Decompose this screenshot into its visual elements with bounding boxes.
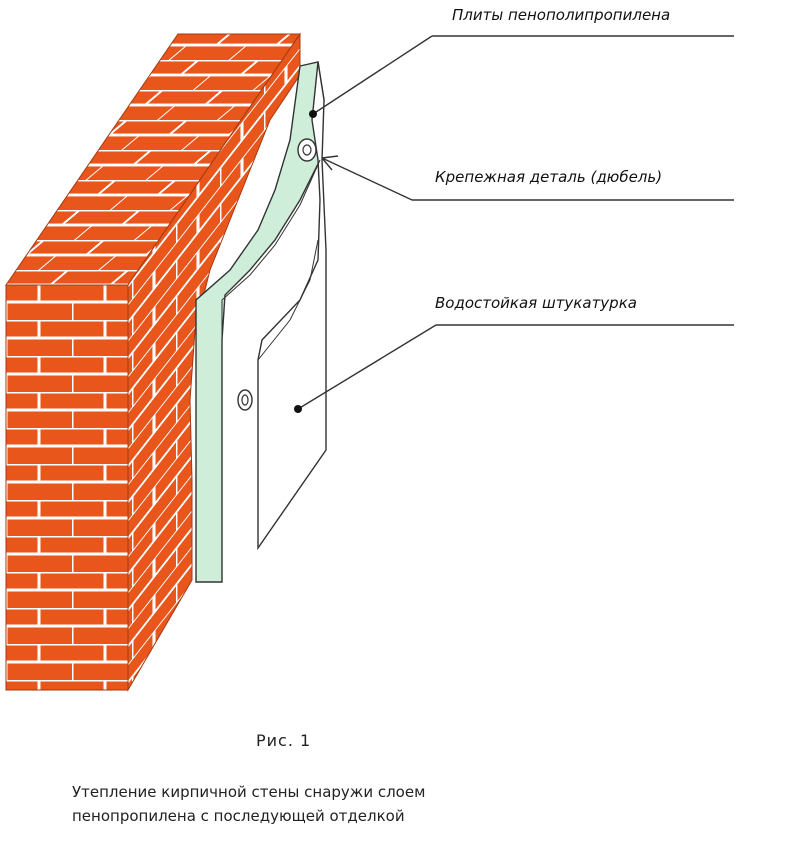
- caption-line-1: Утепление кирпичной стены снаружи слоем: [72, 783, 426, 801]
- foam-edge-line: [221, 159, 321, 582]
- label-foam-plates: Плиты пенополипропилена: [452, 6, 671, 24]
- plaster-edge-line: [257, 239, 319, 548]
- leader-fastener: [321, 155, 734, 201]
- plaster-layer: [257, 61, 327, 551]
- figure-caption: Утепление кирпичной стены снаружи слоем …: [72, 780, 425, 828]
- label-fastener: Крепежная деталь (дюбель): [435, 168, 663, 186]
- brick-wall-front: [5, 284, 129, 691]
- caption-line-2: пенопропилена с последующей отделкой: [72, 807, 405, 825]
- dowel-icon: [297, 138, 317, 162]
- dowel-lower-icon: [237, 389, 253, 411]
- figure-number: Рис. 1: [256, 731, 312, 750]
- leader-foam-plates: [309, 35, 734, 118]
- leader-plaster: [294, 324, 734, 413]
- label-plaster: Водостойкая штукатурка: [435, 294, 637, 312]
